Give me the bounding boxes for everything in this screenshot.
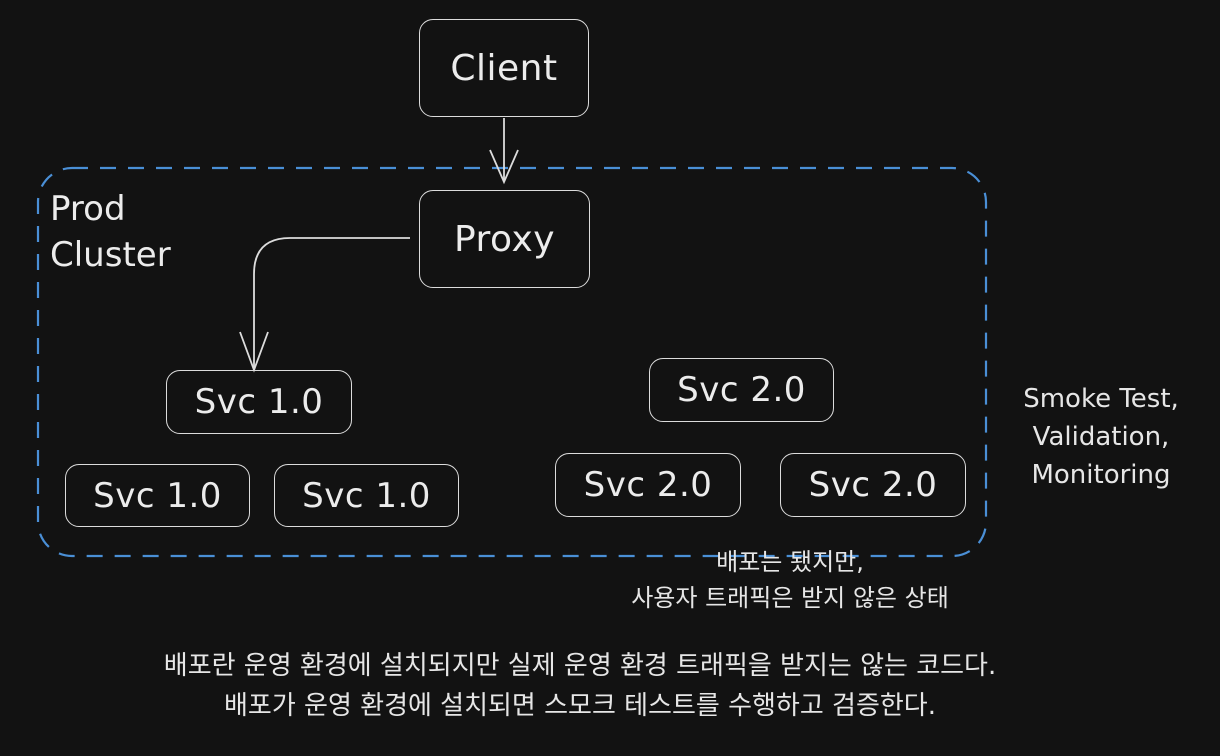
deploy-state-note: 배포는 됐지만, 사용자 트래픽은 받지 않은 상태	[631, 548, 949, 612]
prod-cluster-label: Prod Cluster	[50, 189, 171, 275]
svc-v2-node: Svc 2.0	[555, 453, 741, 517]
client-to-proxy-arrow	[489, 118, 519, 185]
caption: 배포란 운영 환경에 설치되지만 실제 운영 환경 트래픽을 받지는 않는 코드…	[163, 651, 997, 721]
svc-v1-node: Svc 1.0	[166, 370, 352, 434]
proxy-to-svc-v1-arrow	[239, 237, 410, 373]
proxy-node: Proxy	[419, 190, 590, 288]
svc-v2-node: Svc 2.0	[780, 453, 966, 517]
client-node: Client	[419, 19, 589, 117]
svc-v1-node: Svc 1.0	[65, 464, 250, 527]
svc-v2-node: Svc 2.0	[649, 358, 834, 422]
smoke-test-note: Smoke Test, Validation, Monitoring	[1023, 384, 1179, 490]
prod-cluster-boundary	[36, 166, 988, 558]
svc-v1-node: Svc 1.0	[274, 464, 459, 527]
